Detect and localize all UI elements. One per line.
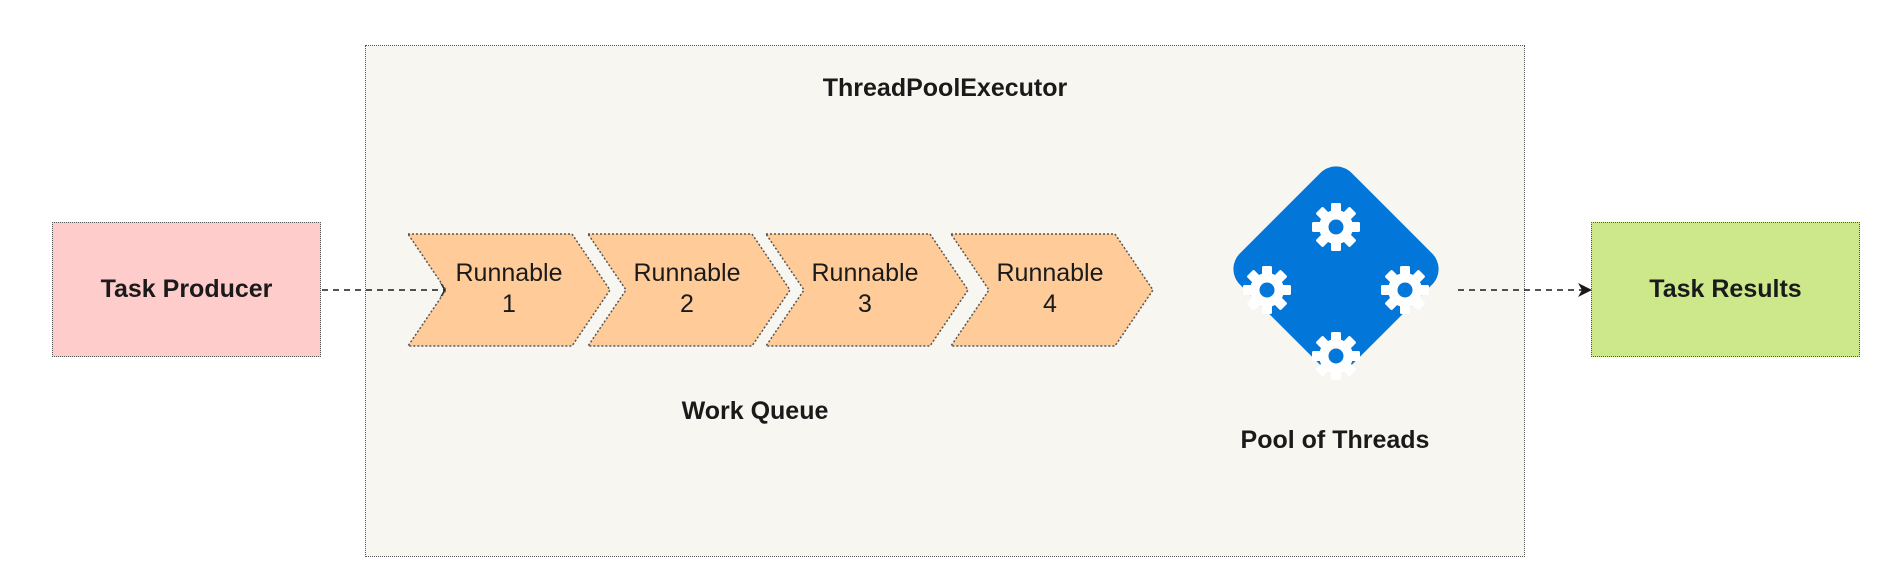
gear-icon [1243,266,1291,314]
runnable-2-label: Runnable 2 [633,259,741,318]
work-queue [406,233,1154,347]
task-results-box: Task Results [1591,222,1860,357]
runnable-3-shape [764,233,969,347]
runnable-4-shape [949,233,1154,347]
runnable-3-label: Runnable 3 [811,259,919,318]
runnable-1-shape [406,233,611,347]
gear-icon [1381,266,1429,314]
runnable-4-label: Runnable 4 [996,259,1104,318]
runnable-2-shape [586,233,791,347]
gear-icon [1312,203,1360,251]
executor-title: ThreadPoolExecutor [822,74,1068,102]
gear-icon [1312,332,1360,380]
work-queue-label: Work Queue [681,397,829,425]
pool-of-threads-label: Pool of Threads [1240,426,1430,454]
task-producer-box: Task Producer [52,222,321,357]
thread-pool-diamond [1233,166,1439,380]
runnable-1-label: Runnable 1 [455,259,563,318]
